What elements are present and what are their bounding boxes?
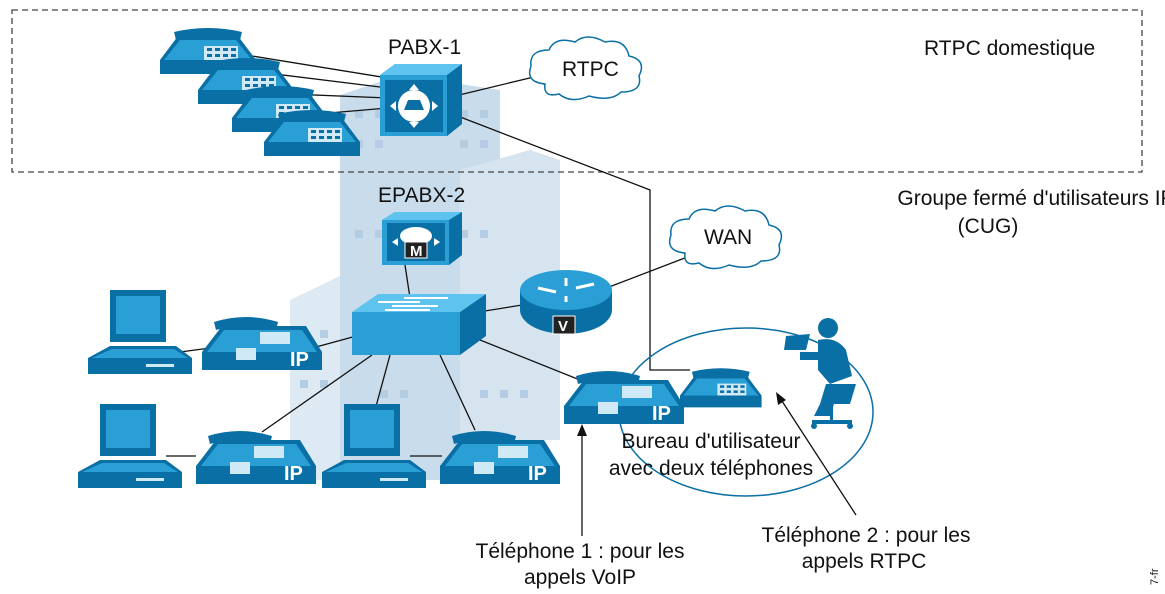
cug-label-line2: (CUG): [958, 215, 1019, 238]
bureau-label-line2: avec deux téléphones: [609, 457, 813, 480]
tel2-label-line2: appels RTPC: [802, 550, 927, 573]
rtpc-cloud-label: RTPC: [562, 58, 619, 81]
tel2-label-line1: Téléphone 2 : pour les: [762, 524, 971, 547]
switch-icon: [352, 294, 486, 355]
workstation-icon: [78, 404, 182, 488]
building-icon: [290, 75, 560, 480]
workstation-icon: [88, 290, 192, 374]
svg-text:M: M: [410, 243, 423, 260]
epabx2-label: EPABX-2: [378, 184, 465, 207]
analog-phone-stack: [160, 28, 360, 156]
voice-router-icon: V: [520, 270, 612, 335]
rtpc-domestique-region: [11, 9, 1143, 173]
wan-cloud-label: WAN: [704, 226, 752, 249]
cug-label-line1: Groupe fermé d'utilisateurs IP: [897, 187, 1165, 210]
figure-code: 7-fr: [1149, 568, 1161, 585]
tel1-label-line1: Téléphone 1 : pour les: [476, 540, 685, 563]
annotation-arrows: [577, 392, 857, 536]
bureau-label-line1: Bureau d'utilisateur: [621, 430, 800, 453]
rtpc-domestique-label: RTPC domestique: [924, 37, 1095, 60]
call-manager-icon: M: [382, 212, 462, 265]
pabx1-label: PABX-1: [388, 36, 461, 59]
ip-phone-icon: [564, 371, 684, 425]
svg-text:V: V: [558, 318, 568, 335]
user-at-laptop-icon: [784, 318, 856, 429]
pbx-icon: [380, 64, 462, 136]
tel1-label-line2: appels VoIP: [524, 566, 636, 589]
analog-phone-icon: [680, 368, 762, 408]
